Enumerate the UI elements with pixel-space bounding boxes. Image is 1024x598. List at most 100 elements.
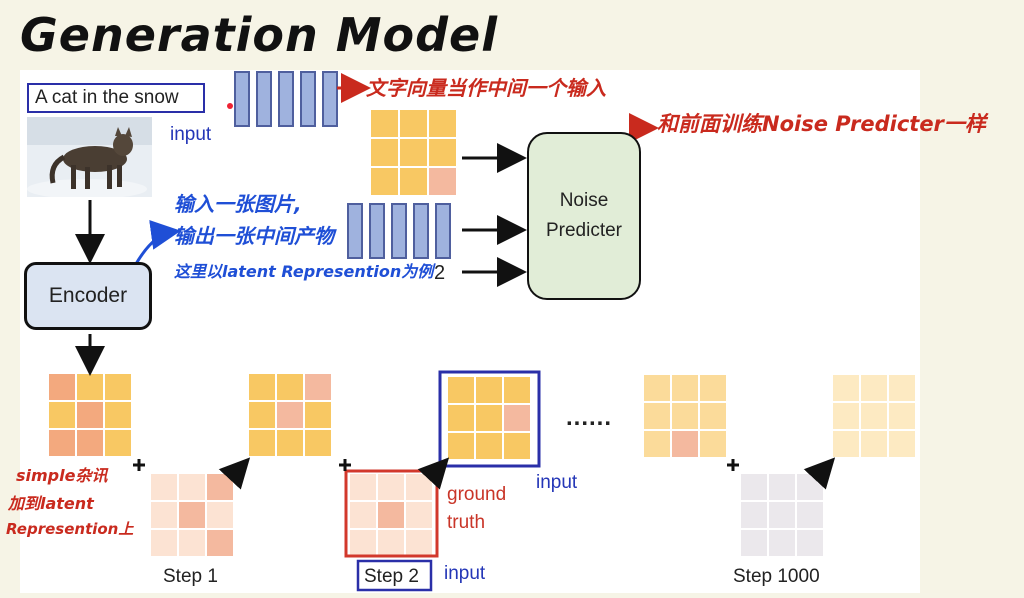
grid-cell xyxy=(376,472,406,502)
ellipsis: ...... xyxy=(566,404,613,431)
step1-result-grid xyxy=(247,372,333,458)
grid-cell xyxy=(247,400,277,430)
grid-cell xyxy=(404,528,434,558)
grid-cell xyxy=(303,372,333,402)
grid-cell xyxy=(502,375,532,405)
grid-cell xyxy=(404,472,434,502)
grid-cell xyxy=(47,428,77,458)
annotation-text-vector: 文字向量当作中间一个输入 xyxy=(366,76,606,100)
grid-cell xyxy=(205,472,235,502)
step1-noise-grid xyxy=(149,472,235,558)
grid-cell xyxy=(887,429,917,459)
grid-cell xyxy=(177,500,207,530)
grid-cell xyxy=(404,500,434,530)
grid-cell xyxy=(47,372,77,402)
grid-cell xyxy=(642,373,672,403)
cat-photo xyxy=(27,117,152,197)
grid-cell xyxy=(205,500,235,530)
grid-cell xyxy=(698,373,728,403)
grid-cell xyxy=(767,472,797,502)
grid-cell xyxy=(739,472,769,502)
grid-cell xyxy=(642,401,672,431)
grid-cell xyxy=(795,472,825,502)
grid-cell xyxy=(446,431,476,461)
final-noise-grid xyxy=(831,373,917,459)
step2-noise-grid xyxy=(348,472,434,558)
grid-cell xyxy=(103,400,133,430)
input-highlight-box xyxy=(438,370,541,468)
grid-cell xyxy=(177,528,207,558)
grid-cell xyxy=(348,500,378,530)
annotation-noise-1: simple杂讯 xyxy=(16,466,108,485)
grid-cell xyxy=(670,401,700,431)
grid-cell xyxy=(149,528,179,558)
text-vector-top xyxy=(234,71,338,127)
near-final-grid xyxy=(642,373,728,459)
ground-truth-label-1: ground xyxy=(447,484,507,505)
input-label-bottom: input xyxy=(444,563,486,584)
grid-cell xyxy=(75,428,105,458)
grid-cell xyxy=(859,373,889,403)
text-prompt-box: A cat in the snow xyxy=(27,83,205,113)
annotation-encoder-3: 这里以latent Represention为例 xyxy=(174,262,434,281)
cursor-dot xyxy=(227,103,233,109)
text-vector-middle xyxy=(347,203,451,259)
annotation-noise-2: 加到latent xyxy=(8,494,94,513)
grid-cell xyxy=(376,528,406,558)
input-label-top: input xyxy=(170,124,212,145)
grid-cell xyxy=(446,403,476,433)
grid-cell xyxy=(670,429,700,459)
input-label-right: input xyxy=(536,472,578,493)
grid-cell xyxy=(859,401,889,431)
grid-cell xyxy=(47,400,77,430)
grid-cell xyxy=(398,108,429,139)
grid-cell xyxy=(670,373,700,403)
annotation-same-as-before: 和前面训练Noise Predicter一样 xyxy=(657,112,986,136)
step1-arrow xyxy=(218,457,251,490)
grid-cell xyxy=(698,401,728,431)
grid-cell xyxy=(831,401,861,431)
grid-cell xyxy=(303,428,333,458)
grid-cell xyxy=(739,500,769,530)
step1-label: Step 1 xyxy=(163,566,218,587)
latent-representation-grid xyxy=(47,372,133,458)
grid-cell xyxy=(149,472,179,502)
grid-cell xyxy=(348,528,378,558)
grid-cell xyxy=(275,428,305,458)
encoder-box: Encoder xyxy=(24,262,152,330)
annotation-encoder-1: 输入一张图片, xyxy=(174,192,302,216)
noise-predicter-box: Noise Predicter xyxy=(527,132,641,300)
grid-cell xyxy=(831,373,861,403)
step2-result-grid xyxy=(446,375,532,461)
grid-cell xyxy=(398,137,429,168)
annotation-encoder-2: 输出一张中间产物 xyxy=(174,224,334,248)
grid-cell xyxy=(369,166,400,197)
grid-cell xyxy=(474,431,504,461)
ground-truth-label-2: truth xyxy=(447,512,486,533)
ground-truth-highlight-box xyxy=(344,469,439,558)
grid-cell xyxy=(398,166,429,197)
step2-highlight-box xyxy=(356,559,433,592)
grid-cell xyxy=(831,429,861,459)
grid-cell xyxy=(369,108,400,139)
grid-cell xyxy=(303,400,333,430)
grid-cell xyxy=(247,372,277,402)
grid-cell xyxy=(177,472,207,502)
grid-cell xyxy=(474,403,504,433)
grid-cell xyxy=(502,431,532,461)
encoder-label: Encoder xyxy=(48,284,128,307)
step-number: 2 xyxy=(434,262,446,284)
grid-cell xyxy=(427,137,458,168)
grid-cell xyxy=(887,401,917,431)
annotation-noise-3: Represention上 xyxy=(6,520,134,538)
grid-cell xyxy=(376,500,406,530)
grid-cell xyxy=(75,372,105,402)
grid-cell xyxy=(348,472,378,502)
grid-cell xyxy=(275,372,305,402)
grid-cell xyxy=(502,403,532,433)
grid-cell xyxy=(698,429,728,459)
grid-cell xyxy=(474,375,504,405)
grid-cell xyxy=(642,429,672,459)
grid-cell xyxy=(75,400,105,430)
